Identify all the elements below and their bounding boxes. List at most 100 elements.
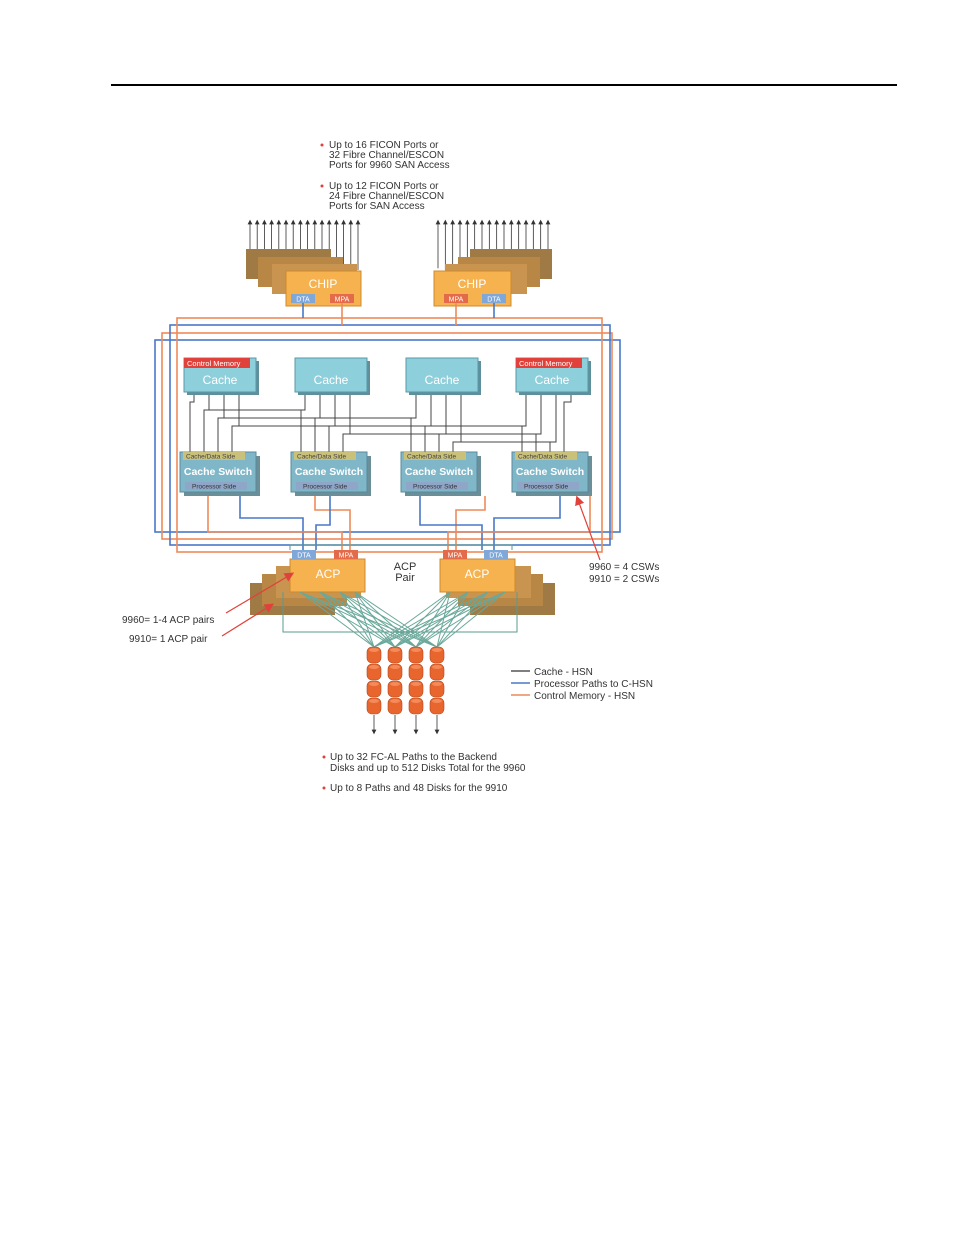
- cache-switch-top-tag: Cache/Data Side: [407, 454, 457, 461]
- cache-switch-label: Cache Switch: [405, 466, 473, 478]
- fc-al-link: [394, 591, 489, 648]
- acp-left-port-mpa: MPA: [339, 553, 354, 560]
- cache-switch-bottom-tag: Processor Side: [192, 484, 236, 491]
- disk: [366, 680, 382, 698]
- fc-al-link: [373, 591, 451, 648]
- fc-al-link: [339, 591, 438, 648]
- fc-al-link: [354, 591, 375, 648]
- cache-switch-label: Cache Switch: [516, 466, 584, 478]
- backend-disk-array: [366, 646, 445, 735]
- disk: [366, 646, 382, 664]
- mesh-link: [189, 394, 195, 452]
- cache-box: Cache: [405, 357, 481, 395]
- disk: [387, 646, 403, 664]
- top-notes: Up to 16 FICON Ports or 32 Fibre Channel…: [320, 140, 450, 212]
- disk: [429, 646, 445, 664]
- cache-label: Cache: [314, 373, 349, 387]
- fc-al-link: [373, 591, 489, 648]
- mesh-link: [231, 394, 527, 452]
- cache-label: Cache: [425, 373, 460, 387]
- outer-path-loops: [154, 303, 621, 553]
- mesh-link: [208, 394, 302, 452]
- fc-al-link: [339, 591, 375, 648]
- top-note-2b: 24 Fibre Channel/ESCON: [329, 191, 444, 202]
- fc-al-link: [354, 591, 417, 648]
- cache-switch-bottom-tag: Processor Side: [303, 484, 347, 491]
- cache-label: Cache: [535, 373, 570, 387]
- fc-al-link: [415, 591, 451, 648]
- acp-right-port-mpa: MPA: [448, 553, 463, 560]
- mesh-link: [342, 394, 542, 452]
- legend-control: Control Memory - HSN: [534, 691, 635, 702]
- acp-right-label: ACP: [465, 567, 490, 581]
- top-note-2c: Ports for SAN Access: [329, 201, 425, 212]
- cache-switch-label: Cache Switch: [184, 466, 252, 478]
- fc-al-link: [436, 591, 489, 648]
- fc-al-link: [319, 591, 375, 648]
- mesh-link: [217, 394, 417, 452]
- acp-right: MPA DTA ACP: [439, 550, 555, 615]
- mesh-link: [238, 394, 523, 452]
- fc-al-link: [436, 591, 451, 648]
- chip-left: CHIP DTA MPA: [246, 249, 362, 307]
- legend: Cache - HSN Processor Paths to C-HSN Con…: [511, 667, 653, 702]
- acp-left-label: ACP: [316, 567, 341, 581]
- disk: [387, 680, 403, 698]
- disk: [429, 680, 445, 698]
- chip-right-port-mpa: MPA: [449, 297, 464, 304]
- legend-processor: Processor Paths to C-HSN: [534, 679, 653, 690]
- fc-al-link: [394, 591, 451, 648]
- disk: [408, 646, 424, 664]
- disk: [387, 697, 403, 715]
- mesh-link: [223, 394, 412, 452]
- acp-note-1: 9960= 1-4 ACP pairs: [122, 615, 214, 626]
- fc-al-link: [415, 591, 506, 648]
- cache-switch-bottom-tag: Processor Side: [413, 484, 457, 491]
- csw-note-1: 9960 = 4 CSWs: [589, 562, 659, 573]
- bottom-note-2: Up to 8 Paths and 48 Disks for the 9910: [330, 783, 508, 794]
- bottom-note-1a: Up to 32 FC-AL Paths to the Backend: [330, 752, 497, 763]
- control-memory-label: Control Memory: [187, 359, 241, 368]
- disk: [429, 697, 445, 715]
- chip-left-label: CHIP: [309, 277, 338, 291]
- chip-left-port-mpa: MPA: [335, 297, 350, 304]
- csw-annotation: 9960 = 4 CSWs 9910 = 2 CSWs: [575, 495, 659, 585]
- mesh-link: [314, 394, 321, 452]
- fc-al-link: [299, 591, 375, 648]
- disk: [387, 663, 403, 681]
- disk: [408, 680, 424, 698]
- header-rule: [111, 84, 897, 86]
- fc-al-link: [436, 591, 506, 648]
- mesh-link: [563, 394, 572, 452]
- csw-note-2: 9910 = 2 CSWs: [589, 574, 659, 585]
- disk: [408, 663, 424, 681]
- acp-pair-label-2: Pair: [395, 572, 415, 584]
- chip-right-label: CHIP: [458, 277, 487, 291]
- control-memory-label: Control Memory: [519, 359, 573, 368]
- chip-right: CHIP MPA DTA: [433, 249, 552, 307]
- top-note-1c: Ports for 9960 SAN Access: [329, 160, 450, 171]
- acp-left: DTA MPA ACP: [250, 550, 366, 615]
- bottom-notes: Up to 32 FC-AL Paths to the Backend Disk…: [322, 752, 526, 794]
- top-note-1a: Up to 16 FICON Ports or: [329, 140, 439, 151]
- acp-pair-label-1: ACP: [394, 561, 417, 573]
- legend-cache: Cache - HSN: [534, 667, 593, 678]
- processor-paths-to-acp: [207, 496, 591, 550]
- disk: [408, 697, 424, 715]
- chip-left-port-dta: DTA: [296, 297, 310, 304]
- mesh-link: [452, 394, 557, 452]
- disk: [366, 663, 382, 681]
- cache-switch-label: Cache Switch: [295, 466, 363, 478]
- chip-right-port-dta: DTA: [487, 297, 501, 304]
- cache-switch-top-tag: Cache/Data Side: [518, 454, 568, 461]
- mesh-link: [460, 394, 551, 452]
- fc-al-link: [415, 591, 489, 648]
- acp-note-2: 9910= 1 ACP pair: [129, 634, 208, 645]
- fc-al-link: [394, 591, 506, 648]
